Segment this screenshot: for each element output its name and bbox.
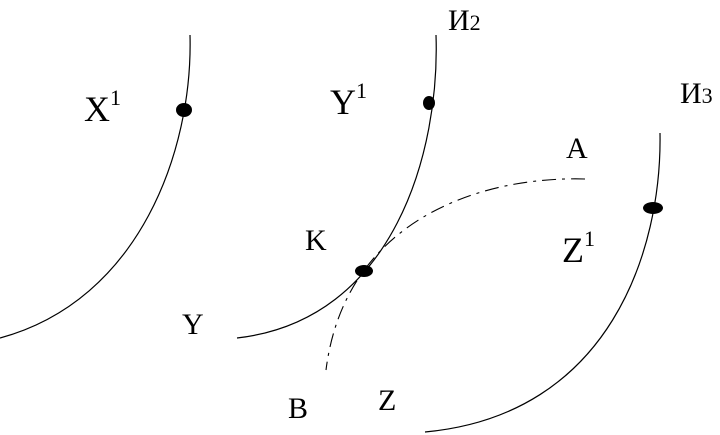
point-z1 (643, 202, 663, 214)
label-z1: Z1 (562, 226, 595, 270)
point-y1 (423, 96, 435, 110)
label-z: Z (378, 384, 396, 417)
point-x1 (176, 103, 192, 117)
label-y: Y (182, 308, 204, 341)
indifference-curve-3 (424, 132, 661, 433)
point-k (355, 265, 373, 277)
label-a: A (566, 132, 588, 165)
indifference-curve-1 (0, 34, 191, 339)
indifference-curve-2 (236, 34, 437, 339)
label-k: K (305, 224, 327, 257)
label-i2: И2 (448, 4, 481, 37)
label-x1: X1 (84, 85, 121, 129)
label-y1: Y1 (330, 78, 367, 122)
label-b: B (288, 392, 308, 425)
dashed-arc-a-b (325, 178, 586, 371)
label-i3: И3 (680, 77, 713, 110)
